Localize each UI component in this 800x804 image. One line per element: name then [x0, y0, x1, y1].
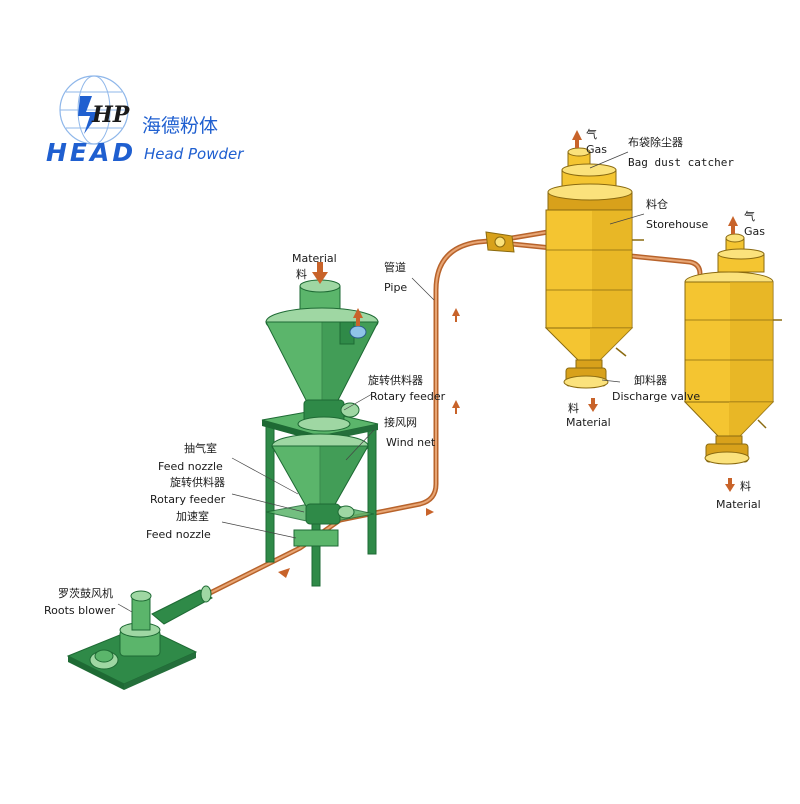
label-rotary-feeder-1-zh: 旋转供料器	[368, 373, 423, 387]
label-bag-dust-zh: 布袋除尘器	[628, 135, 683, 149]
arrow-right-icon	[426, 508, 434, 516]
arrow-up-icon	[572, 130, 582, 148]
logo-letters: HP	[91, 102, 131, 128]
label-material-2-zh: 料	[740, 479, 751, 493]
label-wind-net-zh: 接风网	[384, 416, 417, 429]
brand-name-zh: 海德粉体	[142, 115, 218, 137]
brand-head: HEAD	[46, 138, 136, 167]
label-material-1-en: Material	[566, 416, 611, 429]
label-gas-2-zh: 气	[744, 209, 755, 223]
label-rotary-feeder-1-en: Rotary feeder	[370, 390, 446, 403]
label-rotary-feeder-2-en: Rotary feeder	[150, 493, 226, 506]
arrow-up-icon	[452, 308, 460, 322]
arrow-down-icon	[588, 398, 598, 412]
label-pipe-zh: 管道	[384, 260, 406, 274]
roots-blower	[66, 585, 213, 690]
label-storehouse-zh: 料仓	[646, 197, 668, 211]
arrow-up-icon	[353, 308, 363, 326]
labels: Material 料 管道 Pipe 旋转供料器 Rotary feeder 接…	[44, 127, 765, 617]
label-gas-2-en: Gas	[744, 225, 765, 238]
arrow-down-icon	[725, 478, 735, 492]
label-wind-net-en: Wind net	[386, 436, 436, 449]
label-gas-1-en: Gas	[586, 143, 607, 156]
arrow-right-icon	[278, 568, 290, 578]
label-roots-blower-zh: 罗茨鼓风机	[58, 586, 113, 600]
label-material-top-zh: 料	[296, 267, 307, 281]
arrow-down-icon	[312, 262, 328, 284]
leader-lines	[117, 151, 645, 613]
label-discharge-zh: 卸料器	[634, 373, 667, 387]
label-roots-blower-en: Roots blower	[44, 604, 116, 617]
label-feed-nozzle-1-zh: 抽气室	[184, 441, 217, 455]
flow-arrows	[278, 130, 738, 578]
label-rotary-feeder-2-zh: 旋转供料器	[170, 475, 225, 489]
label-material-1-zh: 料	[568, 401, 579, 415]
label-feed-nozzle-2-en: Feed nozzle	[146, 528, 211, 541]
globe-icon: HP	[59, 75, 131, 145]
label-bag-dust-en: Bag dust catcher	[628, 156, 734, 169]
brand-logo: HP 海德粉体 HEAD Head Powder	[46, 75, 244, 167]
brand-name-en: Head Powder	[144, 145, 244, 163]
silo-bag-dust-catcher	[544, 147, 644, 389]
arrow-up-icon	[452, 400, 460, 414]
silo-storehouse-2	[683, 233, 782, 465]
label-pipe-en: Pipe	[384, 281, 407, 294]
label-material-top-en: Material	[292, 252, 337, 265]
arrow-up-icon	[728, 216, 738, 234]
feeder-system	[261, 279, 379, 587]
label-gas-1-zh: 气	[586, 127, 597, 141]
label-discharge-en: Discharge valve	[612, 390, 700, 403]
label-feed-nozzle-2-zh: 加速室	[176, 509, 209, 523]
label-material-2-en: Material	[716, 498, 761, 511]
label-storehouse-en: Storehouse	[646, 218, 708, 231]
label-feed-nozzle-1-en: Feed nozzle	[158, 460, 223, 473]
